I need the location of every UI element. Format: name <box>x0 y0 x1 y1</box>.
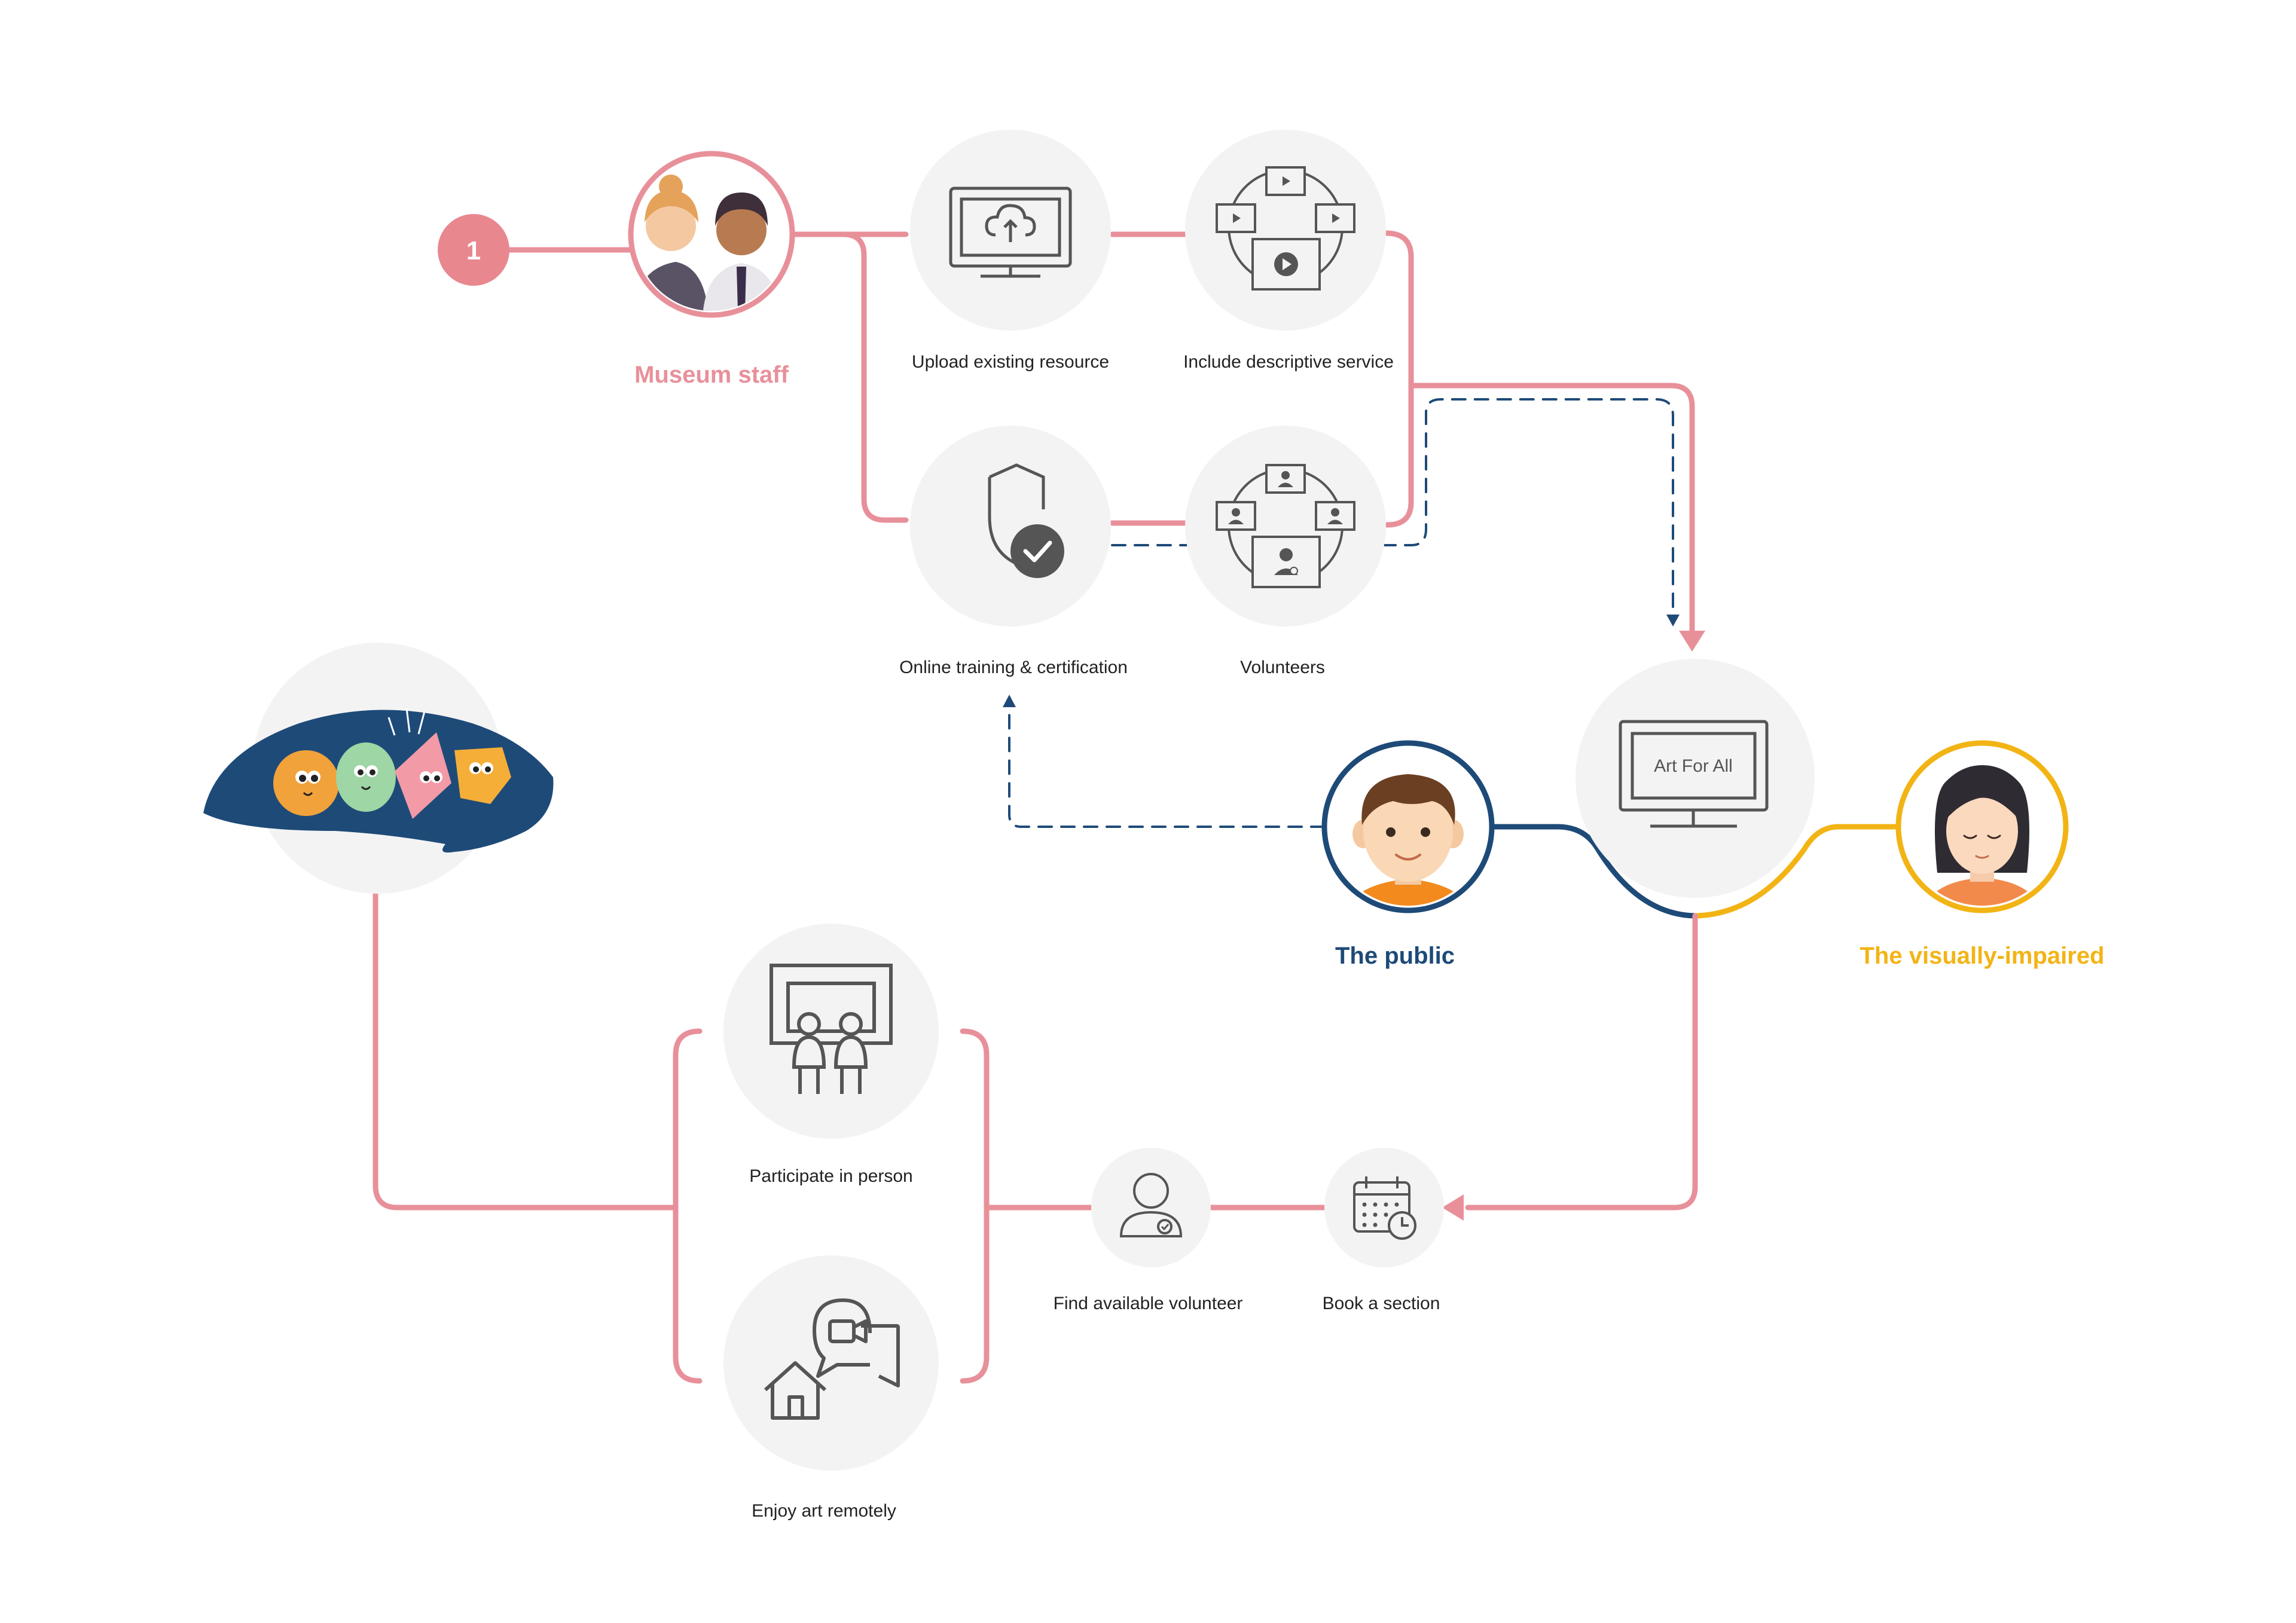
arrowhead-to-book <box>1442 1194 1464 1221</box>
connector-hub-to-book <box>1465 913 1698 1211</box>
impaired-label: The visually-impaired <box>1860 943 2104 969</box>
screen-left <box>1216 203 1256 233</box>
gallery-visitors-icon <box>770 964 893 1094</box>
calendar-clock-icon <box>1353 1176 1416 1240</box>
shield-check-icon <box>988 463 1064 578</box>
connector-descriptive-merge <box>1383 230 1414 528</box>
step-marker: 1 <box>438 214 509 286</box>
remote-label: Enjoy art remotely <box>752 1501 896 1521</box>
hub-screen-text: Art For All <box>1654 756 1733 776</box>
volunteer-screen-top <box>1265 464 1306 494</box>
connector-public-to-hub <box>1489 824 1698 919</box>
user-check-icon <box>1119 1173 1183 1237</box>
training-label: Online training & certification <box>899 658 1128 677</box>
connector-options-to-mascots <box>373 888 679 1211</box>
mascot-yellow <box>454 747 511 804</box>
connector-public-to-training-dashed <box>1008 701 1326 828</box>
home-video-chat-icon <box>764 1298 900 1420</box>
connector-dashed-to-hub <box>1381 398 1674 617</box>
volunteer-screens-icon <box>1216 464 1355 588</box>
descriptive-service-node[interactable]: Include descriptive service <box>1183 130 1394 372</box>
connector-to-hub <box>1408 383 1695 643</box>
connector-branch-to-training <box>840 231 909 523</box>
arrowhead-to-hub <box>1679 631 1705 652</box>
volunteer-screen-main <box>1251 536 1321 588</box>
volunteer-screen-right <box>1315 501 1355 531</box>
video-screens-icon <box>1216 166 1355 291</box>
volunteers-node[interactable]: Volunteers <box>1185 426 1386 677</box>
mascot-orange <box>273 750 339 816</box>
left-bracket <box>673 1028 703 1384</box>
monitor-cloud-upload-icon <box>949 187 1072 278</box>
arrowhead-dashed-training <box>1003 695 1016 707</box>
enjoy-remotely-node[interactable]: Enjoy art remotely <box>723 1255 939 1521</box>
public-node[interactable]: The public <box>1321 740 1495 969</box>
find-volunteer-node[interactable]: Find available volunteer <box>1054 1148 1243 1313</box>
boy-avatar-icon <box>1345 774 1471 906</box>
art-for-all-hub[interactable]: Art For All <box>1576 659 1815 898</box>
book-section-node[interactable]: Book a section <box>1323 1148 1444 1313</box>
museum-staff-label: Museum staff <box>634 362 789 388</box>
right-bracket <box>960 1028 990 1384</box>
participate-in-person-node[interactable]: Participate in person <box>723 924 939 1186</box>
impaired-node[interactable]: The visually-impaired <box>1860 740 2105 969</box>
training-node[interactable]: Online training & certification <box>899 426 1128 677</box>
find-label: Find available volunteer <box>1054 1294 1243 1313</box>
screen-right <box>1315 203 1355 233</box>
arrowhead-dashed-hub <box>1666 615 1680 626</box>
upload-resource-node[interactable]: Upload existing resource <box>910 130 1111 372</box>
screen-top <box>1265 166 1306 196</box>
connectors <box>373 230 1907 1384</box>
monitor-icon <box>1619 720 1769 828</box>
public-label: The public <box>1335 943 1455 969</box>
connector-impaired-to-hub <box>1692 824 1907 919</box>
upload-label: Upload existing resource <box>912 352 1109 372</box>
volunteers-label: Volunteers <box>1240 658 1325 677</box>
descriptive-label: Include descriptive service <box>1183 352 1394 372</box>
mascot-pink <box>387 708 451 819</box>
person-label: Participate in person <box>749 1166 913 1186</box>
volunteer-screen-left <box>1216 501 1256 531</box>
step-number: 1 <box>466 236 481 265</box>
book-label: Book a section <box>1323 1294 1440 1313</box>
museum-staff-node[interactable]: Museum staff <box>628 151 795 388</box>
mascot-green <box>336 742 396 812</box>
screen-main <box>1251 238 1321 291</box>
mascot-blob-illustration <box>203 643 554 894</box>
